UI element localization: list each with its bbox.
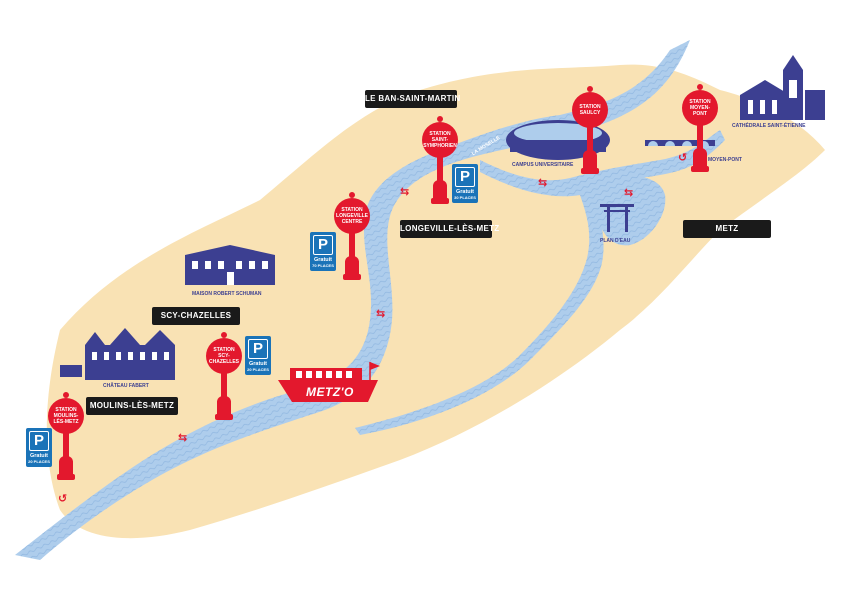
cathedral-icon (740, 55, 825, 120)
landmark-label-cathedrale: CATHÉDRALE SAINT-ÉTIENNE (732, 123, 806, 129)
campus-icon (506, 120, 610, 160)
parking-icon: P (455, 167, 475, 187)
landmark-label-schuman: MAISON ROBERT SCHUMAN (192, 291, 262, 297)
landmark-label-moyen-pont: MOYEN-PONT (708, 157, 742, 163)
parking-scy[interactable]: P Gratuit 20 PLACES (245, 336, 271, 375)
town-label-moulins: MOULINS-LÈS-METZ (86, 397, 178, 415)
route-arrow-icon: ⇆ (624, 186, 634, 199)
town-label-scy-chazelles: SCY-CHAZELLES (152, 307, 240, 325)
route-arrow-icon: ⇆ (178, 431, 188, 444)
town-label-longeville: LONGEVILLE-LÈS-METZ (400, 220, 499, 238)
landmark-label-plan-deau: PLAN D'EAU (600, 238, 631, 244)
chateau-icon (60, 328, 175, 380)
boat-name: METZ'O (306, 385, 354, 399)
parking-icon: P (248, 339, 268, 359)
route-arrow-icon: ⇆ (376, 307, 386, 320)
loop-arrow-icon: ↺ (58, 492, 68, 505)
parking-saint-symphorien[interactable]: P Gratuit 30 PLACES (452, 164, 478, 203)
plan-deau-icon (600, 204, 634, 232)
schuman-house-icon (185, 245, 275, 285)
loop-arrow-icon: ↺ (678, 151, 688, 164)
parking-longeville[interactable]: P Gratuit 70 PLACES (310, 232, 336, 271)
landmark-label-chateau: CHÂTEAU FABERT (103, 383, 149, 389)
parking-moulins[interactable]: P Gratuit 20 PLACES (26, 428, 52, 467)
landmark-label-campus: CAMPUS UNIVERSITAIRE (512, 162, 574, 168)
town-label-ban-saint-martin: LE BAN-SAINT-MARTIN (365, 90, 460, 108)
parking-icon: P (313, 235, 333, 255)
route-arrow-icon: ⇆ (538, 176, 548, 189)
boat-icon (278, 362, 380, 402)
town-label-metz: METZ (683, 220, 771, 238)
parking-icon: P (29, 431, 49, 451)
route-arrow-icon: ⇆ (400, 185, 410, 198)
